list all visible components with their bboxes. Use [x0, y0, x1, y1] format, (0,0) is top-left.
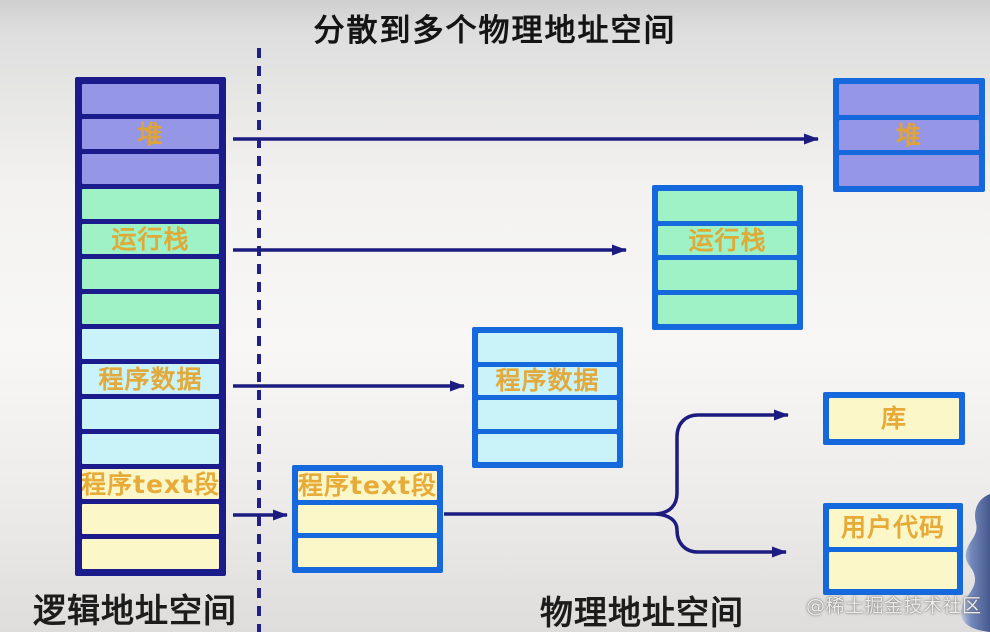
memory-segment-green: [658, 191, 797, 221]
physical-box-user-code: 用户代码: [823, 503, 963, 595]
fork-branch-library: [655, 409, 789, 516]
memory-segment-green: [658, 260, 797, 290]
memory-segment-yellow: [829, 551, 957, 589]
memory-segment-cyan: [82, 399, 219, 429]
memory-segment-yellow-labeled: 用户代码: [829, 509, 957, 547]
memory-segment-green: [82, 294, 219, 324]
segment-label: 程序数据: [98, 364, 203, 394]
segment-label: 用户代码: [840, 513, 945, 543]
physical-box-program-text: 程序text段: [292, 465, 443, 573]
memory-segment-yellow: [82, 539, 219, 569]
segment-label: 堆: [137, 119, 164, 149]
segment-label: 运行栈: [111, 224, 190, 254]
memory-segment-cyan: [82, 329, 219, 359]
physical-box-heap: 堆: [833, 78, 985, 192]
physical-box-program-data: 程序数据: [472, 327, 623, 468]
memory-segment-yellow-labeled: 程序text段: [82, 469, 219, 499]
memory-segment-purple: [839, 84, 979, 115]
memory-segment-yellow: [298, 538, 437, 568]
memory-segment-yellow-labeled: 程序text段: [298, 471, 437, 500]
memory-segment-yellow: [82, 504, 219, 534]
memory-segment-yellow-labeled: 库: [829, 398, 959, 439]
page-title: 分散到多个物理地址空间: [313, 13, 677, 49]
physical-address-space-label: 物理地址空间: [540, 593, 744, 632]
segment-label: 程序数据: [495, 366, 600, 395]
memory-segment-purple-labeled: 堆: [82, 119, 219, 149]
memory-segment-green: [82, 259, 219, 289]
watermark: @稀土掘金技术社区: [806, 595, 982, 617]
segment-label: 程序text段: [298, 471, 437, 500]
memory-segment-cyan: [478, 400, 617, 429]
memory-segment-purple: [82, 84, 219, 114]
memory-segment-cyan: [82, 434, 219, 464]
memory-segment-green: [658, 294, 797, 324]
memory-segment-green-labeled: 运行栈: [658, 225, 797, 255]
memory-segment-cyan-labeled: 程序数据: [478, 366, 617, 395]
physical-box-library: 库: [823, 392, 965, 445]
segment-label: 程序text段: [82, 469, 219, 499]
memory-segment-yellow: [298, 504, 437, 534]
memory-segment-green: [82, 189, 219, 219]
logical-address-space-column: 堆运行栈程序数据程序text段: [75, 77, 226, 576]
memory-segment-cyan: [478, 433, 617, 462]
fork-branch-user-code: [655, 512, 787, 558]
memory-segment-purple: [839, 155, 979, 187]
memory-segment-purple: [82, 154, 219, 184]
segment-label: 运行栈: [688, 225, 767, 255]
segment-label: 堆: [895, 120, 922, 150]
segment-label: 库: [880, 404, 907, 433]
memory-segment-purple-labeled: 堆: [839, 119, 979, 151]
memory-segment-cyan: [478, 333, 617, 362]
memory-segment-green-labeled: 运行栈: [82, 224, 219, 254]
divider-dashed-line: [257, 48, 261, 632]
logical-address-space-label: 逻辑地址空间: [33, 591, 237, 630]
physical-box-runtime-stack: 运行栈: [652, 185, 803, 330]
memory-segment-cyan-labeled: 程序数据: [82, 364, 219, 394]
